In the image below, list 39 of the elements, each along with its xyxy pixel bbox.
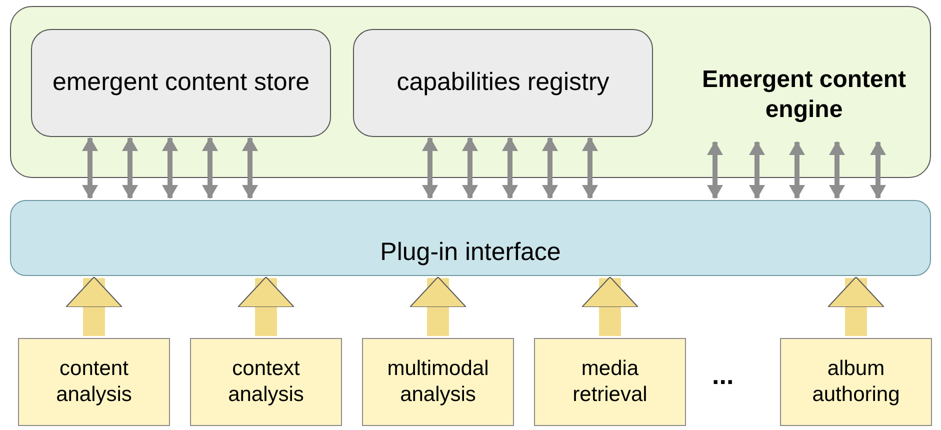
block-arrow [66, 276, 122, 336]
double-arrow [82, 137, 98, 199]
node-label: album authoring [811, 356, 901, 408]
block-arrow [410, 276, 466, 336]
double-arrow [542, 137, 558, 199]
double-arrow [707, 141, 723, 199]
block-arrow [238, 276, 294, 336]
double-arrow [829, 141, 845, 199]
double-arrow [749, 141, 765, 199]
double-arrow [122, 137, 138, 199]
plugin-box [534, 338, 686, 426]
double-arrow [422, 137, 438, 199]
node-label: capabilities registry [396, 67, 610, 98]
double-arrow [582, 137, 598, 199]
plugin-box [780, 338, 932, 426]
store-box [31, 29, 331, 137]
interface-band [10, 200, 931, 276]
plugin-box [190, 338, 342, 426]
engine-panel [10, 6, 931, 178]
node-label: content analysis [55, 356, 133, 408]
engine-title: Emergent content engine [700, 65, 908, 125]
registry-box [353, 29, 653, 137]
node-label: media retrieval [572, 356, 648, 408]
node-label: emergent content store [51, 67, 311, 98]
double-arrow [870, 141, 886, 199]
double-arrow [462, 137, 478, 199]
block-arrow [828, 276, 884, 336]
block-arrow [582, 276, 638, 336]
double-arrow [162, 137, 178, 199]
ellipsis-text: ... [712, 360, 734, 391]
plugin-box [362, 338, 514, 426]
double-arrow [502, 137, 518, 199]
double-arrow [789, 141, 805, 199]
node-label: context analysis [227, 356, 305, 408]
node-label: Plug-in interface [379, 237, 562, 268]
plugin-box [18, 338, 170, 426]
double-arrow [202, 137, 218, 199]
node-label: multimodal analysis [386, 356, 490, 408]
double-arrow [242, 137, 258, 199]
